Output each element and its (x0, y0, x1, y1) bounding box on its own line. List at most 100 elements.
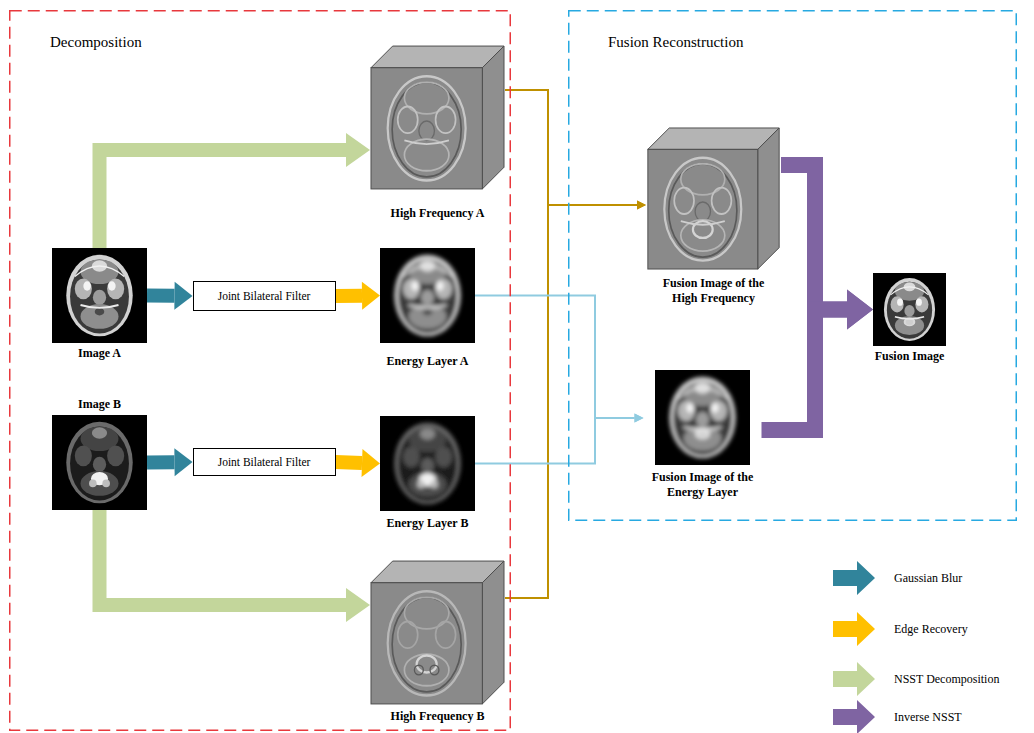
arrow-head (637, 201, 646, 210)
legend-swatch (831, 699, 877, 733)
process-label: Joint Bilateral Filter (218, 456, 311, 468)
image-caption: Image A (78, 346, 121, 361)
scan-graphic (648, 128, 779, 269)
connector-arrow (505, 90, 646, 210)
legend-text: Inverse NSST (894, 710, 962, 725)
region-panel: Fusion ReconstructionFusion Image of the… (568, 10, 1017, 521)
connector-arrow (100, 133, 371, 248)
image-node: Energy Layer B (380, 416, 475, 531)
connector-arrow (147, 448, 193, 476)
scan-graphic (873, 273, 946, 346)
scan-picture (370, 560, 505, 705)
legend-text: NSST Decomposition (894, 672, 999, 687)
dashed-outline (568, 10, 1017, 521)
arrow-shaft (100, 510, 347, 605)
process-label: Joint Bilateral Filter (218, 290, 311, 302)
legend-swatch (831, 611, 877, 647)
coefficient-cube: High Frequency B (370, 560, 505, 724)
arrow-shaft (505, 90, 637, 205)
image-node: Image A (52, 248, 147, 361)
arrow-head (362, 449, 380, 477)
arrow-shaft (781, 165, 847, 310)
image-caption: Image B (78, 397, 121, 412)
legend-swatch (831, 560, 877, 596)
coefficient-cube: High Frequency A (370, 45, 505, 221)
scan-graphic (52, 248, 147, 343)
dashed-outline-rect (10, 11, 511, 731)
image-caption: Energy Layer B (387, 516, 469, 531)
image-node: Image B (52, 397, 147, 510)
scan-graphic (655, 370, 750, 465)
arrow-shaft (336, 289, 363, 303)
scan-graphic (380, 416, 475, 511)
image-node: Fusion Image of the Energy Layer (644, 370, 762, 500)
scan-graphic (371, 561, 504, 704)
region-title: Decomposition (50, 34, 142, 51)
legend-item: Edge Recovery (831, 611, 968, 647)
process-box: Joint Bilateral Filter (193, 281, 336, 311)
legend-arrow-shape (833, 561, 875, 595)
scan-picture (873, 273, 946, 346)
arrow-head (346, 588, 370, 622)
scan-picture (646, 127, 781, 270)
legend-swatch (831, 661, 877, 697)
image-node: Fusion Image (873, 273, 946, 364)
arrow-shaft (147, 289, 175, 303)
arrow-head (635, 414, 644, 423)
arrow-shaft (762, 310, 848, 431)
scan-picture (655, 370, 750, 465)
dashed-outline-rect (569, 11, 1017, 521)
arrow-head (362, 282, 380, 310)
connector-arrow (505, 201, 646, 599)
image-caption: Fusion Image of the High Frequency (652, 276, 776, 306)
arrow-head (635, 414, 644, 423)
scan-graphic (52, 415, 147, 510)
scan-picture (380, 248, 475, 343)
image-caption: High Frequency B (391, 709, 485, 724)
arrow-shaft (336, 455, 363, 470)
arrow-shaft (475, 296, 635, 419)
legend-text: Edge Recovery (894, 622, 968, 637)
legend-arrow-shape (833, 662, 875, 696)
scan-picture (370, 45, 505, 190)
arrow-shaft (100, 150, 347, 248)
scan-picture (52, 248, 147, 343)
arrow-shaft (147, 455, 175, 469)
image-caption: High Frequency A (391, 206, 485, 221)
arrow-head (847, 290, 873, 330)
arrow-head (174, 448, 192, 476)
legend-arrow-shape (833, 700, 875, 733)
scan-graphic (380, 248, 475, 343)
legend-text: Gaussian Blur (894, 571, 962, 586)
arrow-shaft (505, 205, 637, 598)
scan-picture (380, 416, 475, 511)
connector-arrow (336, 282, 381, 310)
arrow-shaft (475, 418, 635, 464)
connector-arrow (762, 290, 874, 431)
legend-item: NSST Decomposition (831, 661, 999, 697)
arrow-head (174, 282, 192, 310)
scan-graphic (371, 46, 504, 189)
image-caption: Fusion Image of the Energy Layer (644, 470, 762, 500)
connector-arrow (336, 449, 381, 477)
connector-arrow (475, 296, 644, 423)
image-node: Energy Layer A (380, 248, 475, 369)
connector-arrow (475, 414, 644, 464)
connector-arrow (100, 510, 371, 622)
legend-arrow-shape (833, 612, 875, 646)
legend-item: Gaussian Blur (831, 560, 962, 596)
scan-picture (52, 415, 147, 510)
region-title: Fusion Reconstruction (608, 34, 743, 51)
image-caption: Fusion Image (875, 349, 945, 364)
image-caption: Energy Layer A (387, 354, 469, 369)
legend-item: Inverse NSST (831, 699, 962, 733)
connector-arrow (147, 282, 193, 310)
region-panel: DecompositionHigh Frequency A Image A Join… (9, 10, 511, 731)
arrow-head (847, 290, 873, 330)
coefficient-cube: Fusion Image of the High Frequency (646, 127, 781, 306)
arrow-head (346, 133, 370, 167)
process-box: Joint Bilateral Filter (193, 448, 336, 476)
arrow-head (637, 201, 646, 210)
